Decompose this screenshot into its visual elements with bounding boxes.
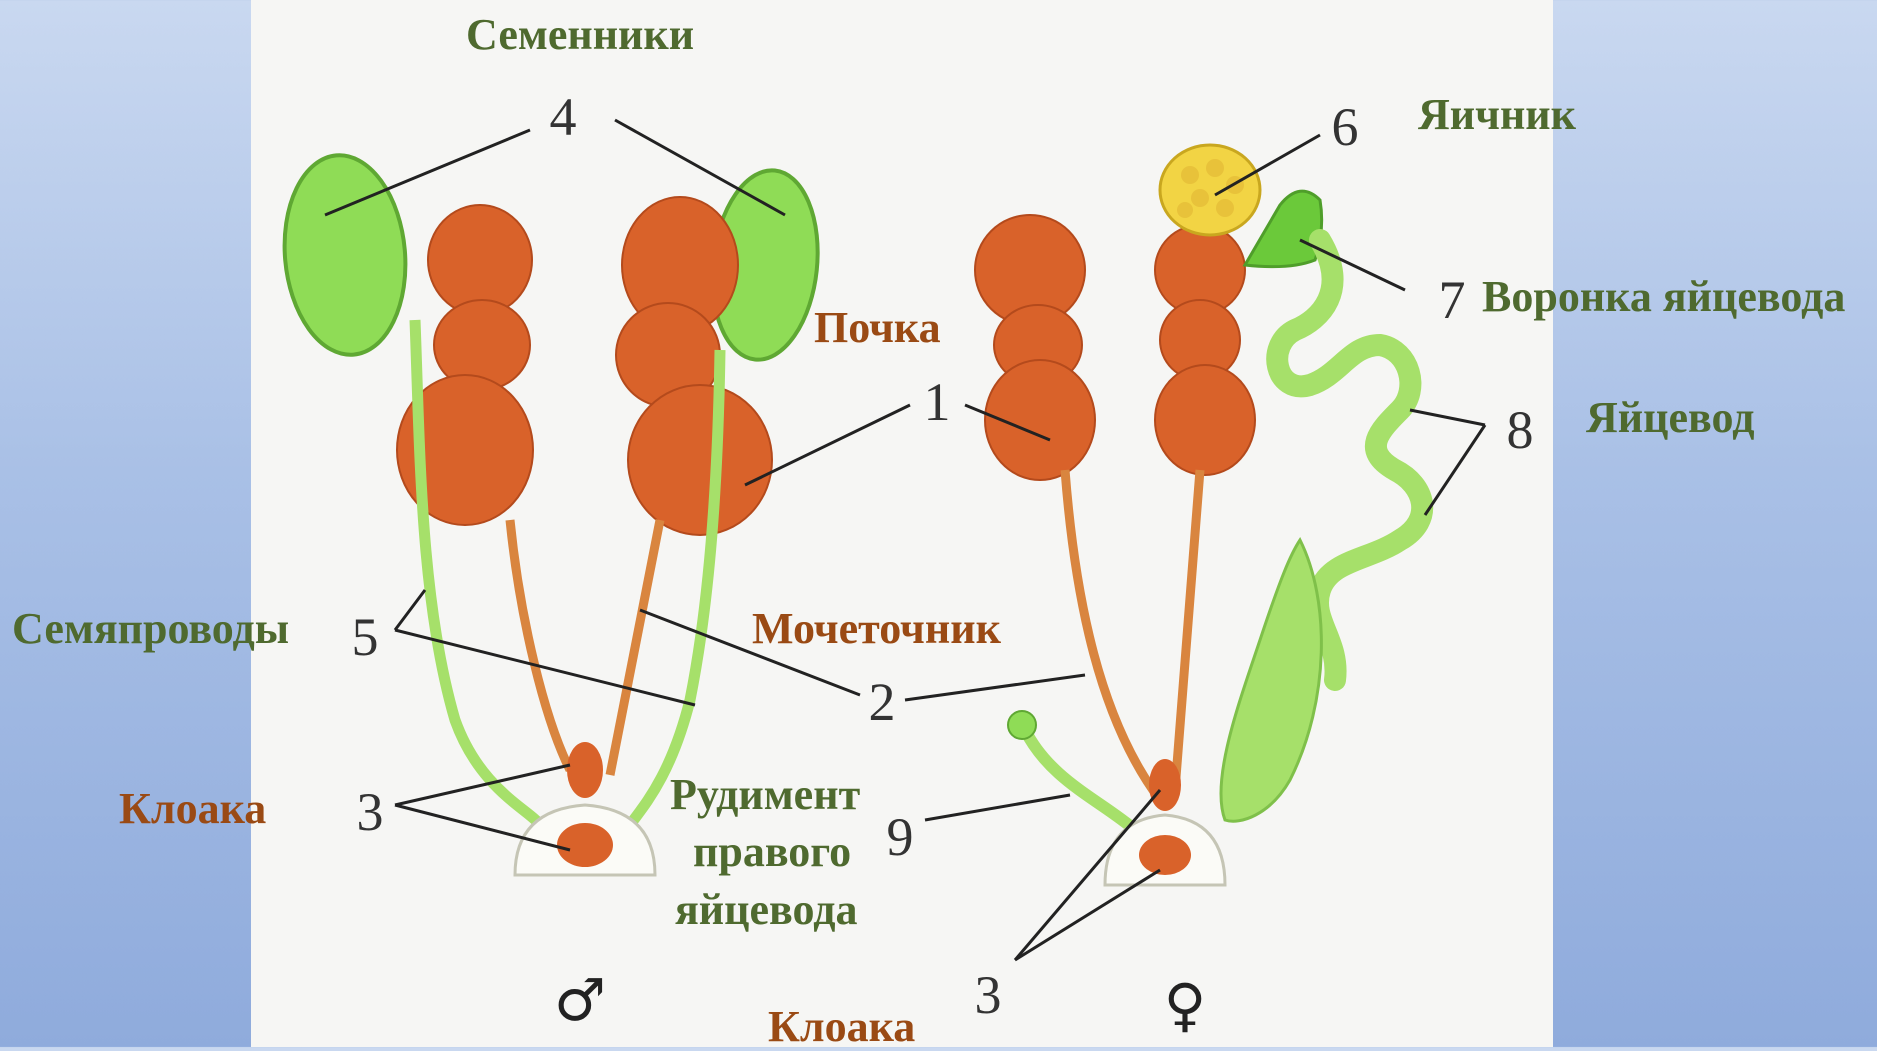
label-rudiment-line3: яйцевода [675,888,858,932]
label-cloaca-left: Клоака [119,787,266,831]
label-cloaca-bottom: Клоака [768,1005,915,1049]
label-rudiment-line1: Рудимент [670,773,860,817]
male-right-ureter [610,520,660,775]
number-3-female: 3 [975,965,1002,1025]
number-7: 7 [1439,270,1466,330]
female-right-kidney [1155,225,1255,475]
left-testis [277,150,414,360]
number-5: 5 [352,607,379,667]
female-left-kidney [975,215,1095,480]
label-ureter: Мочеточник [752,607,1001,651]
number-9: 9 [887,807,914,867]
number-8: 8 [1507,400,1534,460]
oviduct-wide-part [1221,540,1321,821]
label-oviduct-funnel: Воронка яйцевода [1482,275,1845,319]
label-vas-deferens: Семяпроводы [12,607,289,651]
right-oviduct-rudiment [1025,730,1135,830]
female-right-ureter [1175,470,1200,790]
number-3-male: 3 [357,782,384,842]
male-cloaca-papilla-top [567,742,603,798]
label-oviduct: Яйцевод [1586,396,1754,440]
female-cloaca-papilla-bottom [1139,835,1191,875]
male-symbol: ♂ [554,966,606,1034]
number-2: 2 [869,672,896,732]
label-kidney: Почка [814,306,941,350]
female-left-ureter [1065,470,1160,800]
male-cloaca-papilla-bottom [557,823,613,867]
label-rudiment-line2: правого [693,830,851,874]
number-6: 6 [1332,97,1359,157]
female-symbol: ♀ [1164,971,1206,1039]
label-ovary: Яичник [1418,93,1576,137]
number-4: 4 [550,87,577,147]
label-testes: Семенники [466,13,694,57]
number-1: 1 [924,372,951,432]
ovary [1160,145,1260,235]
male-left-ureter [510,520,570,770]
female-cloaca-papilla-top [1149,759,1181,811]
right-oviduct-rudiment-tip [1008,711,1036,739]
